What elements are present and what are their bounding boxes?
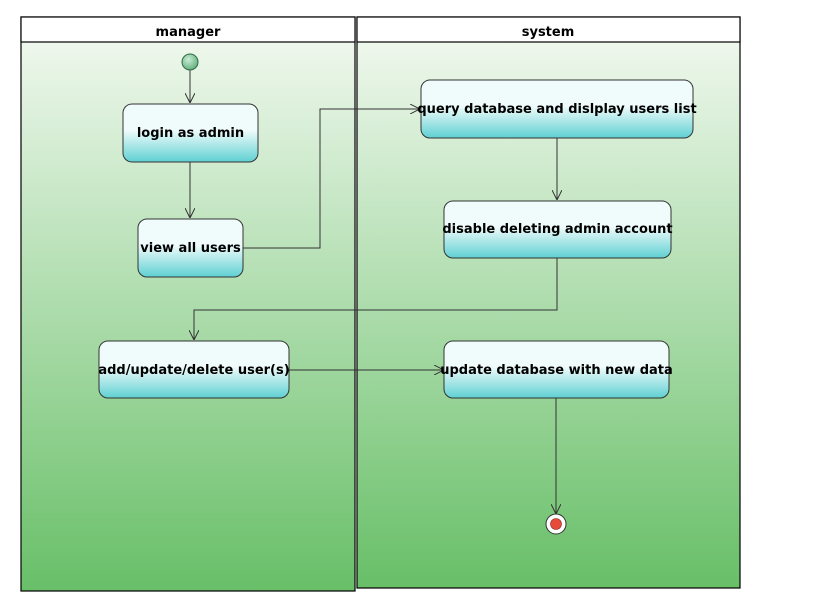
activity-label: view all users [140, 241, 241, 256]
activity-view-all-users: view all users [137, 218, 244, 278]
lane-title-system: system [522, 25, 575, 40]
activity-label: login as admin [137, 126, 244, 141]
lane-title-manager: manager [156, 25, 221, 40]
flow-disable-crud [194, 258, 558, 340]
activity-label: query database and dislplay users list [417, 102, 696, 117]
activity-label: disable deleting admin account [442, 222, 672, 237]
initial-node [181, 53, 199, 71]
activity-disable-deleting-admin: disable deleting admin account [442, 200, 673, 259]
activity-login-as-admin: login as admin [122, 103, 259, 163]
flows [190, 70, 557, 514]
flow-view-query [243, 109, 420, 249]
activity-label: add/update/delete user(s) [98, 363, 289, 378]
activity-add-update-delete-users: add/update/delete user(s) [98, 340, 290, 399]
activity-update-database: update database with new data [440, 340, 673, 399]
lane-manager: manager [20, 16, 356, 592]
activity-label: update database with new data [440, 363, 673, 378]
final-node [545, 513, 567, 535]
activity-query-database: query database and dislplay users list [417, 79, 697, 139]
